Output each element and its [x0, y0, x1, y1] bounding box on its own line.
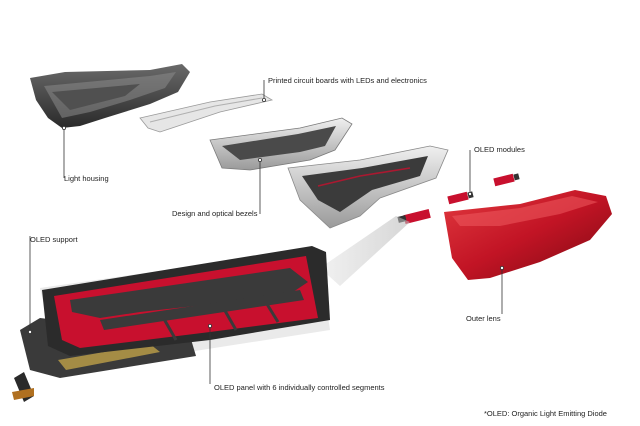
pcb-part — [139, 93, 274, 133]
label-oled-modules: OLED modules — [474, 145, 525, 154]
footnote: *OLED: Organic Light Emitting Diode — [484, 409, 607, 418]
label-oled-panel: OLED panel with 6 individually controlle… — [214, 383, 385, 392]
label-light-housing: Light housing — [64, 174, 109, 183]
design-bezel-part — [287, 145, 449, 229]
oled-panel-part — [12, 246, 330, 402]
label-oled-support: OLED support — [30, 235, 78, 244]
label-design-bezels: Design and optical bezels — [172, 209, 258, 218]
leader-lines — [29, 80, 503, 384]
leader-dots — [27, 98, 504, 334]
inner-bezel-part — [209, 117, 353, 171]
light-housing-part — [30, 64, 190, 128]
label-outer-lens: Outer lens — [466, 314, 501, 323]
connector-beam — [320, 216, 410, 286]
outer-lens-part — [444, 190, 612, 280]
label-pcb: Printed circuit boards with LEDs and ele… — [268, 76, 427, 85]
